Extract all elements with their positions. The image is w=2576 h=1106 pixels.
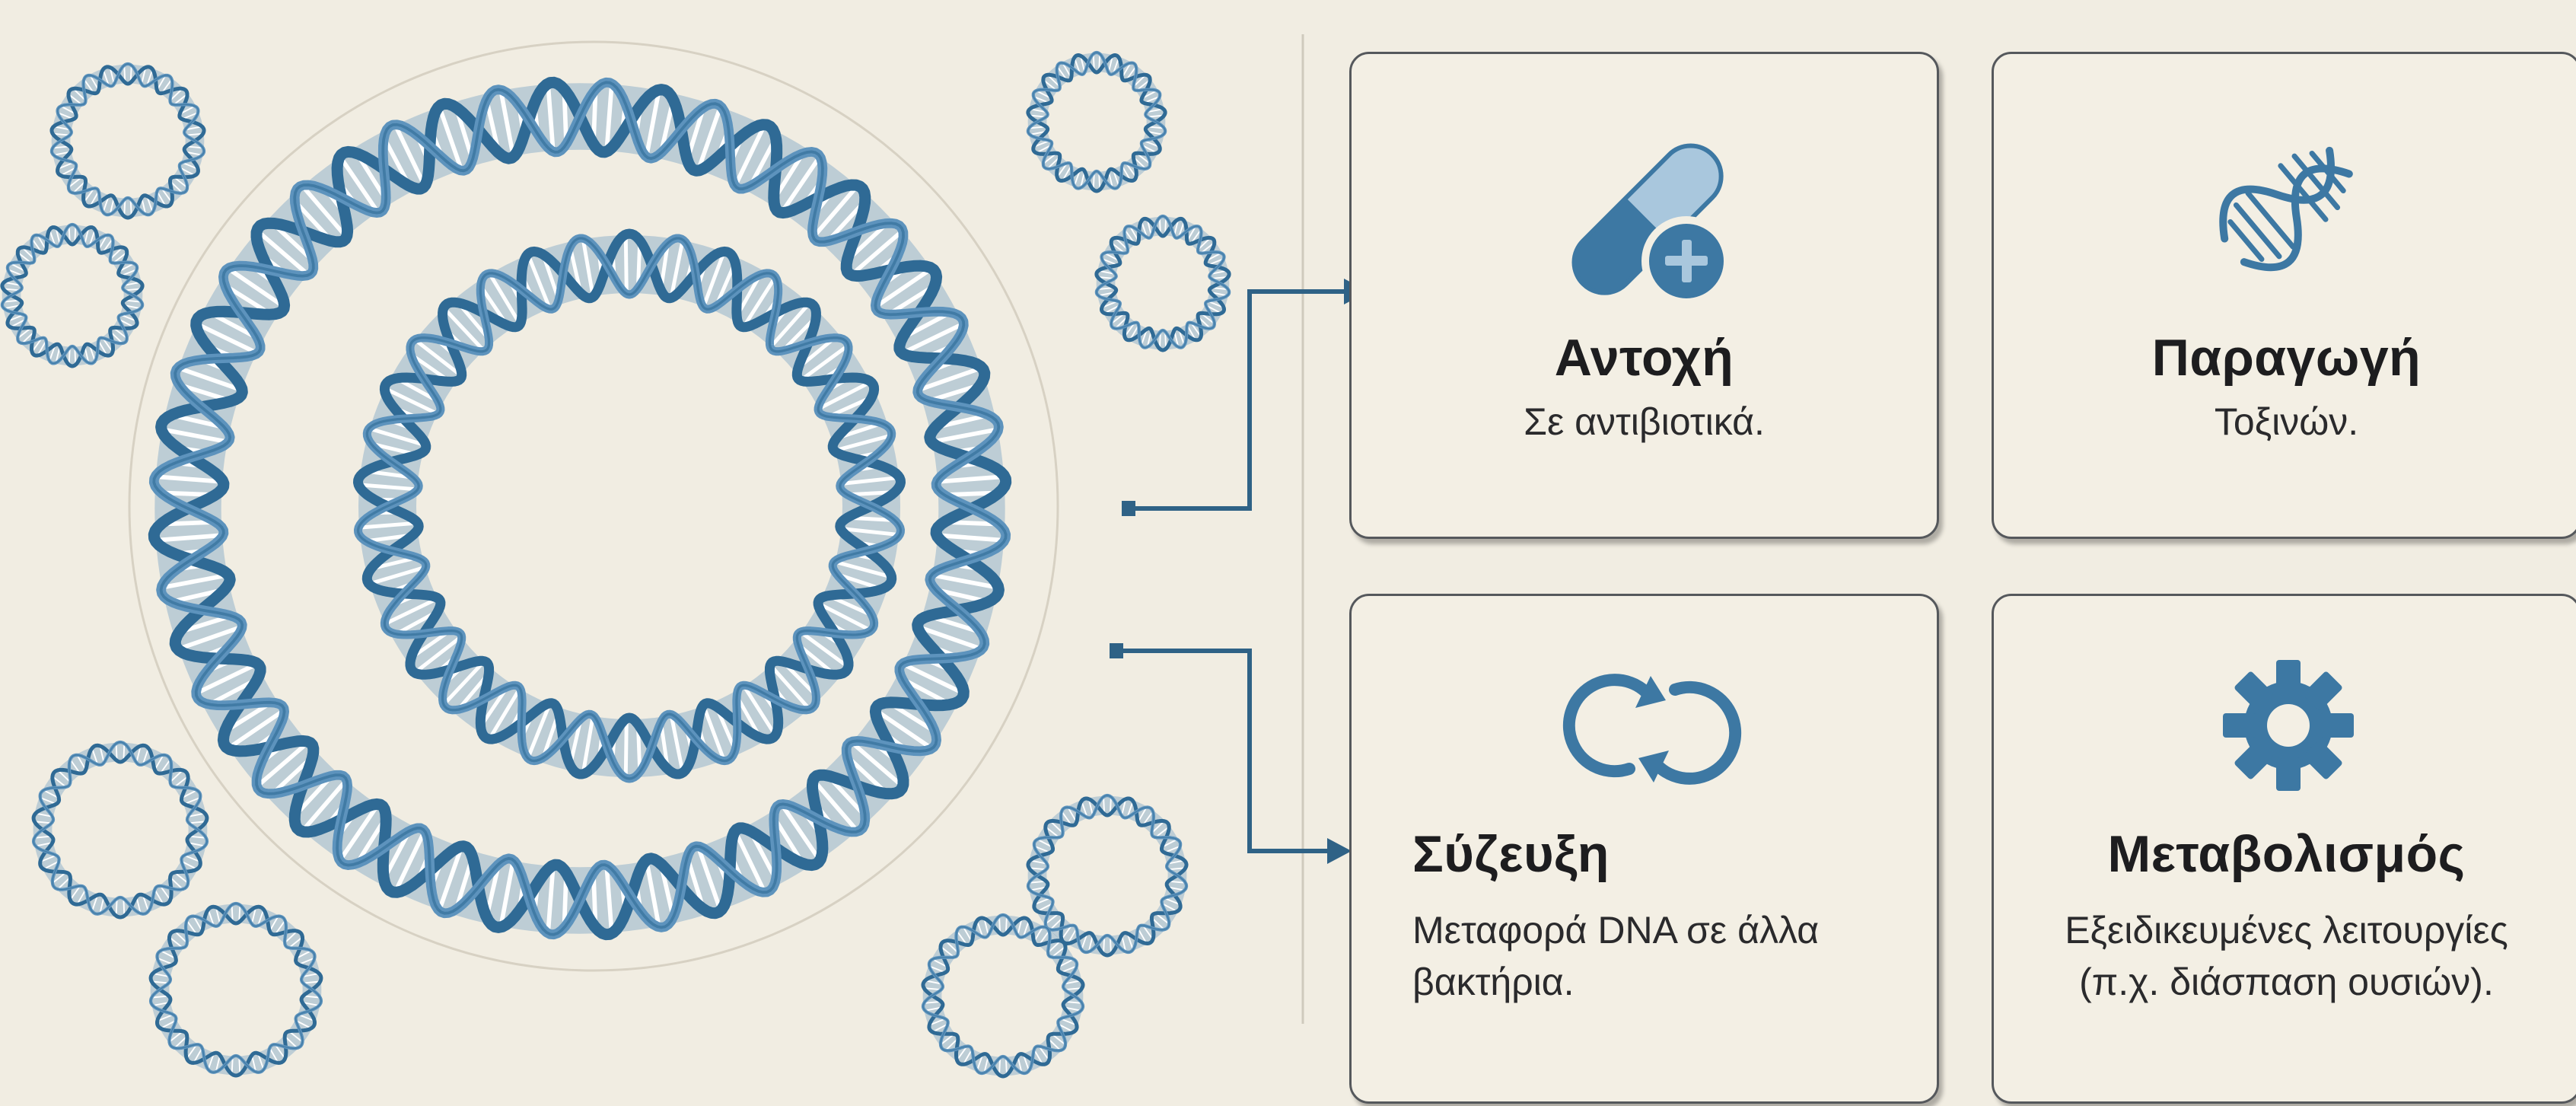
small-plasmid-5 (31, 740, 209, 920)
card-conjugation-desc-line-2: βακτήρια. (1412, 961, 1575, 1003)
card-production: Παραγωγή Τοξινών. (1992, 52, 2576, 539)
capsule-plus-icon (1571, 143, 1731, 306)
card-production-title: Παραγωγή (2151, 329, 2422, 387)
gear-icon (2223, 660, 2354, 791)
arrow-to-conjugation-head (1327, 838, 1352, 864)
card-resistance-desc: Σε αντιβιοτικά. (1524, 400, 1765, 443)
arrow-to-resistance (1125, 289, 1347, 511)
small-plasmid-1 (49, 62, 206, 220)
card-conjugation-title: Σύζευξη (1412, 825, 1610, 883)
card-metabolism-desc-line-2: (π.χ. διάσπαση ουσιών). (2079, 961, 2494, 1003)
card-conjugation-desc-line-1: Μεταφορά DNA σε άλλα (1412, 909, 1820, 951)
small-plasmid-8 (921, 913, 1085, 1079)
outer-plasmid-ring (148, 76, 1012, 941)
connector-arrows (1110, 279, 1368, 864)
small-plasmid-4 (1094, 214, 1231, 352)
arrow-to-resistance-start (1122, 501, 1135, 516)
small-plasmid-7 (1026, 793, 1189, 958)
small-plasmid-6 (148, 901, 323, 1078)
card-resistance-title: Αντοχή (1554, 329, 1734, 387)
plasmid-group (0, 50, 1231, 1079)
dna-helix-icon (2219, 146, 2353, 272)
card-production-desc: Τοξινών. (2214, 400, 2359, 443)
arrow-to-conjugation (1113, 649, 1330, 853)
cell-boundary (128, 40, 1059, 972)
card-metabolism: Μεταβολισμός Εξειδικευμένες λειτουργίες … (1992, 594, 2576, 1104)
card-conjugation: Σύζευξη Μεταφορά DNA σε άλλα βακτήρια. (1349, 594, 1939, 1104)
inner-plasmid-ring (353, 228, 906, 783)
arrow-to-conjugation-start (1110, 643, 1123, 658)
card-metabolism-title: Μεταβολισμός (2107, 825, 2466, 883)
small-plasmid-2 (0, 222, 145, 368)
small-plasmid-3 (1026, 50, 1167, 193)
circular-arrows-icon (1562, 674, 1742, 785)
card-resistance: Αντοχή Σε αντιβιοτικά. (1349, 52, 1939, 539)
card-metabolism-desc-line-1: Εξειδικευμένες λειτουργίες (2065, 909, 2508, 951)
